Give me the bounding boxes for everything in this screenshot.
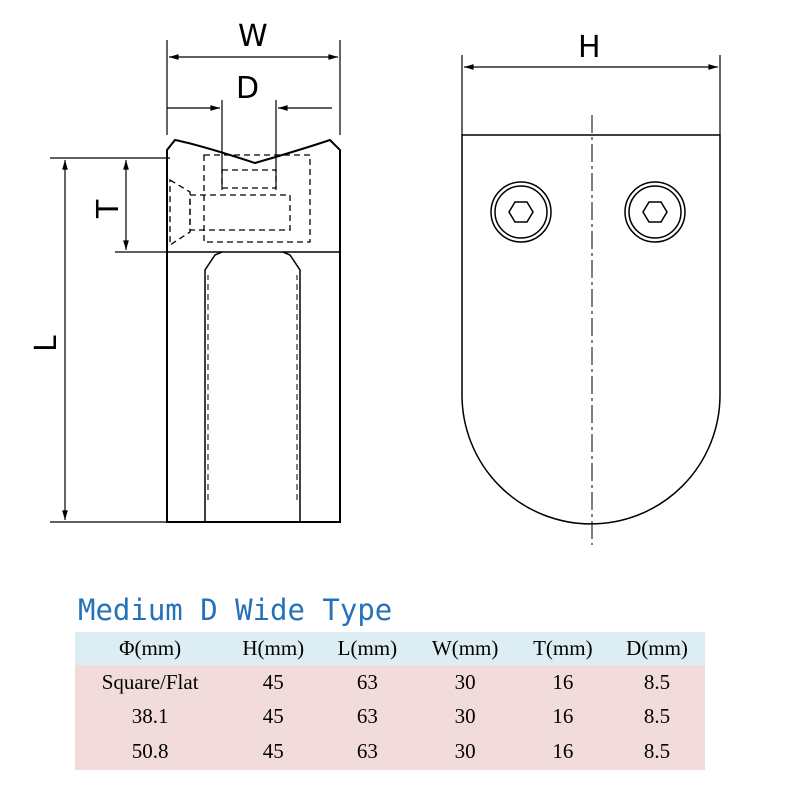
t-label: T (91, 199, 126, 219)
table-cell: 63 (321, 665, 414, 699)
table-cell: 30 (413, 733, 517, 770)
table-cell: 50.8 (75, 733, 226, 770)
table-cell: 16 (516, 733, 610, 770)
table-cell: 16 (516, 699, 610, 733)
table-header-row: Φ(mm) H(mm) L(mm) W(mm) T(mm) D(mm) (75, 632, 705, 665)
table-cell: 63 (321, 733, 414, 770)
spec-table: Φ(mm) H(mm) L(mm) W(mm) T(mm) D(mm) Squa… (75, 632, 705, 770)
table-cell: 16 (516, 665, 610, 699)
table-cell: 30 (413, 699, 517, 733)
column-header: L(mm) (321, 632, 414, 665)
height-label: H (578, 30, 601, 65)
column-header: T(mm) (516, 632, 610, 665)
table-cell: Square/Flat (75, 665, 226, 699)
d-label: D (236, 71, 259, 106)
column-header: D(mm) (609, 632, 705, 665)
table-cell: 45 (225, 699, 322, 733)
table-cell: 8.5 (609, 733, 705, 770)
column-header: Φ(mm) (75, 632, 226, 665)
table-cell: 38.1 (75, 699, 226, 733)
table-cell: 45 (225, 665, 322, 699)
table-cell: 8.5 (609, 699, 705, 733)
length-label: L (29, 335, 64, 352)
table-cell: 8.5 (609, 665, 705, 699)
column-header: W(mm) (413, 632, 517, 665)
side-view (50, 40, 341, 523)
column-header: H(mm) (225, 632, 322, 665)
width-label: W (238, 19, 268, 54)
product-title: Medium D Wide Type (78, 593, 393, 627)
table-cell: 63 (321, 699, 414, 733)
table-cell: 30 (413, 665, 517, 699)
table-cell: 45 (225, 733, 322, 770)
front-view (461, 55, 721, 545)
technical-drawing: W D H T L (29, 19, 721, 545)
